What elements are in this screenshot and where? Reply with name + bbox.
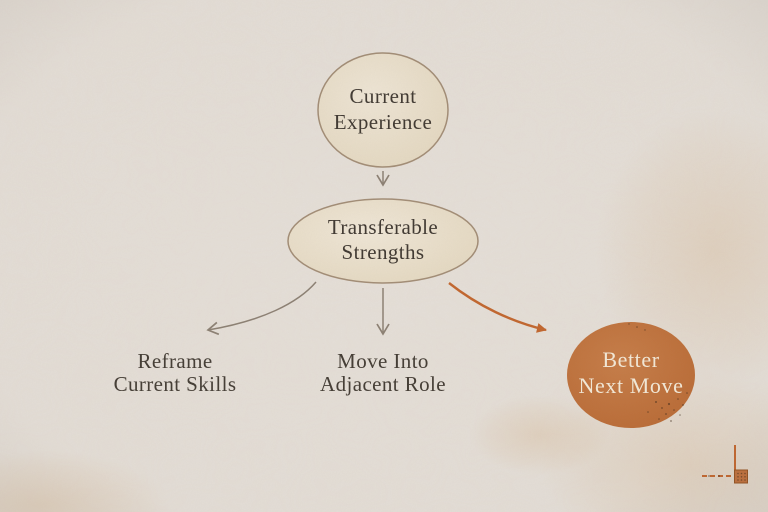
node-current-experience-label-line-2: Experience [334, 110, 432, 134]
label-move-into-adjacent-role-line-2: Adjacent Role [320, 372, 446, 396]
label-reframe-current-skills-line-2: Current Skills [114, 372, 237, 396]
label-move-into-adjacent-role-line-1: Move Into [337, 349, 429, 373]
node-better-next-move-label-line-2: Next Move [579, 373, 684, 398]
node-current-experience-label-line-1: Current [350, 84, 417, 108]
node-better-next-move-label-line-1: Better [602, 347, 659, 372]
corner-ornament-square-dots [737, 472, 746, 481]
label-reframe-current-skills-line-1: Reframe [137, 349, 212, 373]
node-transferable-strengths-label-line-2: Strengths [342, 240, 425, 264]
node-transferable-strengths-label-line-1: Transferable [328, 215, 438, 239]
